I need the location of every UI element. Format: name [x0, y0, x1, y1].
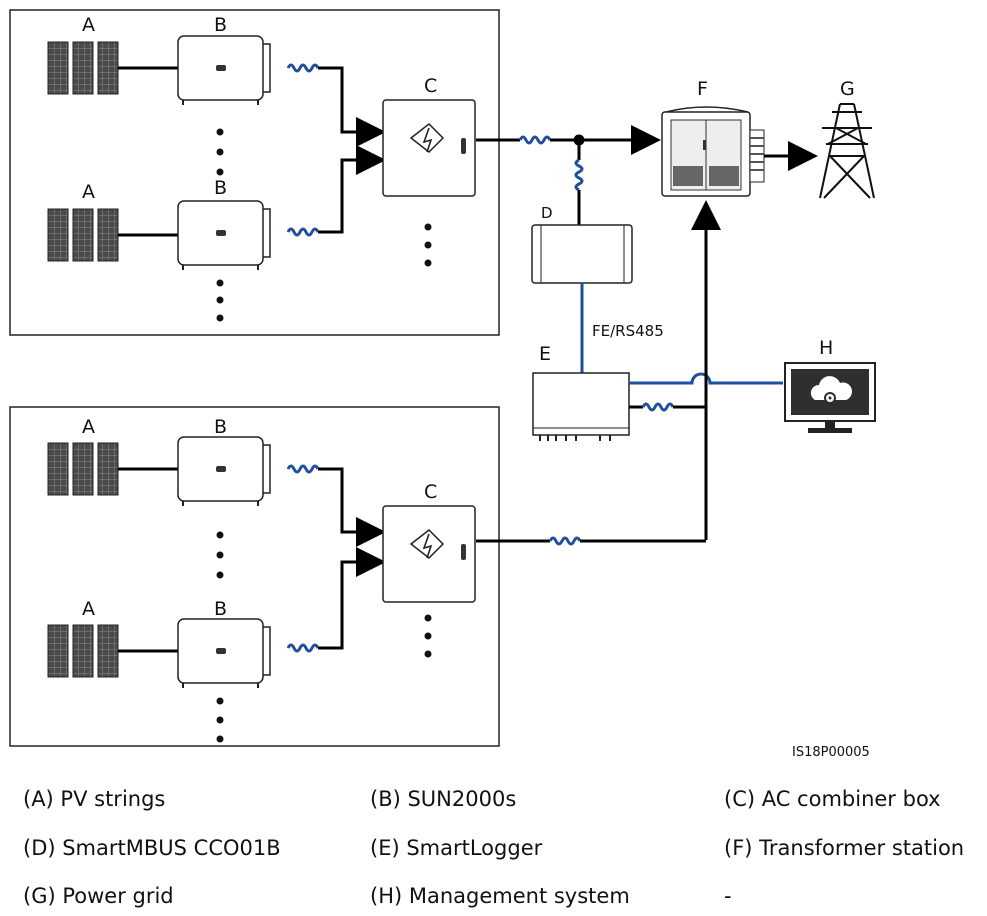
label-d: D [541, 204, 553, 222]
legend-item: (D) SmartMBUS CCO01B [23, 836, 281, 860]
legend-item: (E) SmartLogger [370, 836, 543, 860]
smartmbus-icon [531, 224, 633, 284]
legend-item: (G) Power grid [23, 884, 174, 908]
label-h: H [819, 337, 833, 359]
management-monitor-icon [784, 362, 876, 433]
inductor-icon [286, 464, 320, 474]
pv-string-icon [47, 624, 119, 678]
pv-string-icon [47, 41, 119, 95]
label-g: G [840, 78, 855, 100]
label-b: B [214, 598, 227, 620]
network-diagram: A B A B C D FE/RS485 E [9, 9, 876, 760]
label-a: A [82, 181, 95, 203]
label-a: A [82, 416, 95, 438]
inductor-icon [286, 643, 320, 653]
label-f: F [697, 78, 708, 100]
inverter-icon [177, 436, 271, 507]
label-b: B [214, 416, 227, 438]
figure-code: IS18P00005 [792, 745, 870, 760]
combiner-box-icon [382, 99, 476, 197]
pv-string-icon [47, 208, 119, 262]
label-a: A [82, 14, 95, 36]
transformer-icon [661, 106, 765, 197]
label-e: E [539, 343, 551, 365]
label-a: A [82, 598, 95, 620]
label-c: C [424, 75, 437, 97]
array-box-2 [9, 406, 500, 747]
inductor-icon [286, 63, 320, 73]
inverter-icon [177, 618, 271, 689]
pv-string-icon [47, 442, 119, 496]
legend-item: (F) Transformer station [724, 836, 965, 860]
inductor-icon [518, 135, 552, 145]
inductor-icon [574, 158, 584, 192]
label-b: B [214, 14, 227, 36]
inductor-icon [548, 536, 582, 546]
legend-item: (A) PV strings [23, 787, 166, 811]
label-b: B [214, 177, 227, 199]
power-grid-icon [819, 103, 875, 199]
inductor-icon [641, 402, 675, 412]
legend-item: (H) Management system [370, 884, 630, 908]
array-box-1 [9, 9, 500, 336]
link-label: FE/RS485 [592, 322, 664, 340]
legend-item: (C) AC combiner box [724, 787, 941, 811]
combiner-box-icon [382, 505, 476, 603]
label-c: C [424, 481, 437, 503]
inverter-icon [177, 35, 271, 106]
smartlogger-icon [532, 372, 630, 441]
inductor-icon [286, 227, 320, 237]
legend-item: (B) SUN2000s [370, 787, 517, 811]
inverter-icon [177, 200, 271, 271]
legend-item: - [724, 884, 732, 908]
